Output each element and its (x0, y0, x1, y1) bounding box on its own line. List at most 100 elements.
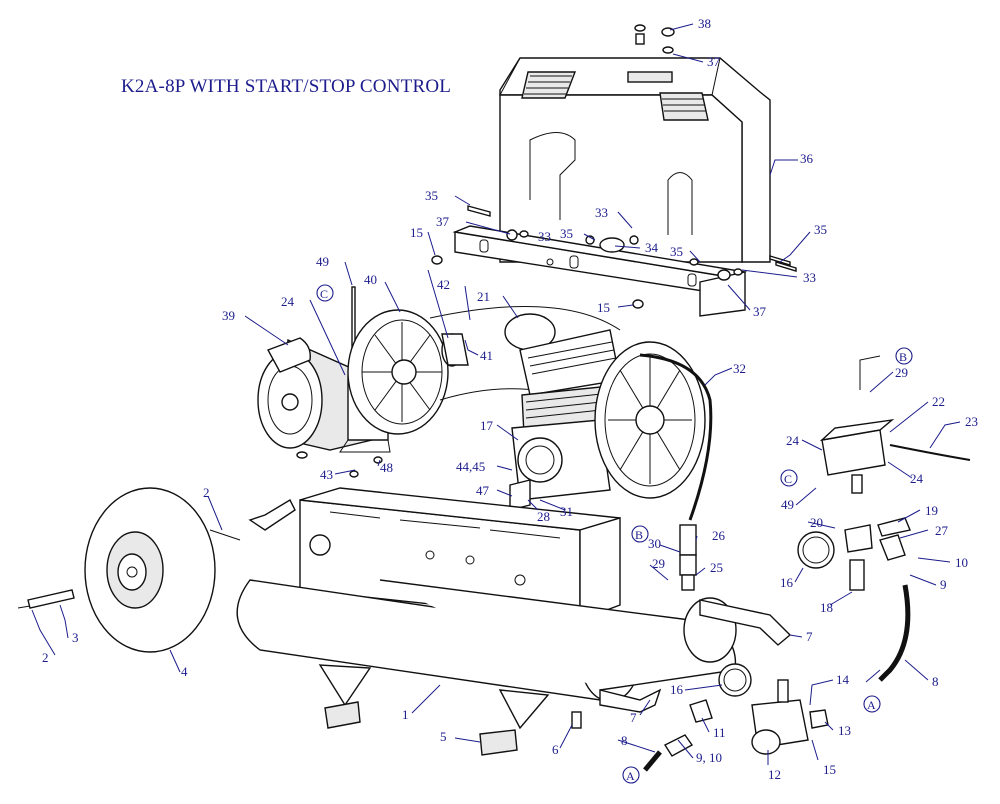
label-4: 4 (181, 664, 188, 679)
rubber-feet (324, 701, 518, 756)
ref-marker-c: C (316, 284, 334, 302)
label-16: 16 (780, 575, 794, 590)
label-35: 35 (560, 226, 573, 241)
label-25: 25 (710, 560, 723, 575)
svg-text:B: B (635, 528, 643, 542)
label-2: 2 (42, 650, 49, 665)
label-30: 30 (648, 536, 661, 551)
label-11: 11 (713, 725, 726, 740)
check-valve-assembly (679, 524, 697, 591)
ref-marker-b: B (895, 347, 913, 365)
label-6: 6 (552, 742, 559, 757)
pressure-gauge-upper (797, 531, 835, 569)
label-16: 16 (670, 682, 684, 697)
label-8: 8 (621, 733, 628, 748)
label-27: 27 (935, 523, 949, 538)
label-14: 14 (836, 672, 850, 687)
label-34: 34 (645, 240, 659, 255)
label-41: 41 (480, 348, 493, 363)
discharge-tube (639, 353, 713, 521)
label-48: 48 (380, 460, 393, 475)
ref-marker-a: A (863, 695, 881, 713)
label-1: 1 (402, 707, 409, 722)
svg-text:C: C (320, 287, 328, 301)
pressure-gauge-lower (718, 663, 752, 697)
label-3: 3 (72, 630, 79, 645)
label-9-10: 9, 10 (696, 750, 722, 765)
label-24: 24 (786, 433, 800, 448)
hardware-fasteners (296, 24, 797, 478)
label-29: 29 (895, 365, 908, 380)
label-23: 23 (965, 414, 978, 429)
svg-text:A: A (867, 698, 876, 712)
label-2: 2 (203, 485, 210, 500)
part-labels: 1 2 2 3 4 5 6 7 7 8 8 9 9, 10 10 11 12 1… (42, 16, 978, 782)
label-8: 8 (932, 674, 939, 689)
belt-guard (499, 57, 771, 263)
label-13: 13 (838, 723, 851, 738)
label-31: 31 (560, 504, 573, 519)
air-hose (878, 584, 911, 682)
label-33: 33 (538, 229, 551, 244)
belt-guard-bracket (452, 225, 747, 317)
label-33: 33 (595, 205, 608, 220)
ref-marker-c: C (780, 469, 798, 487)
leader-lines (31, 23, 961, 765)
label-38: 38 (698, 16, 711, 31)
vent-grille-left (521, 71, 577, 99)
label-17: 17 (480, 418, 494, 433)
label-37: 37 (707, 54, 721, 69)
label-24: 24 (910, 471, 924, 486)
pressure-switch (819, 355, 895, 494)
label-22: 22 (932, 394, 945, 409)
label-20: 20 (810, 515, 823, 530)
label-21: 21 (477, 289, 490, 304)
manifold-tee (844, 517, 911, 591)
svg-text:A: A (626, 769, 635, 783)
label-29: 29 (652, 556, 665, 571)
label-18: 18 (820, 600, 833, 615)
pulley-hub (441, 333, 469, 367)
label-26: 26 (712, 528, 726, 543)
label-15: 15 (410, 225, 423, 240)
label-35: 35 (814, 222, 827, 237)
label-36: 36 (800, 151, 814, 166)
reference-markers: A A B B C C (316, 284, 913, 784)
label-7: 7 (630, 710, 637, 725)
label-33: 33 (803, 270, 816, 285)
label-49: 49 (781, 497, 794, 512)
svg-text:B: B (899, 350, 907, 364)
label-35: 35 (670, 244, 683, 259)
label-37: 37 (753, 304, 767, 319)
label-42: 42 (437, 277, 450, 292)
cotter-pin (17, 529, 241, 609)
quick-coupler (663, 699, 829, 757)
label-35: 35 (425, 188, 438, 203)
label-43: 43 (320, 467, 333, 482)
label-12: 12 (768, 767, 781, 782)
ref-marker-a: A (622, 766, 640, 784)
label-15: 15 (823, 762, 836, 777)
label-9: 9 (940, 577, 947, 592)
label-49: 49 (316, 254, 329, 269)
label-28: 28 (537, 509, 550, 524)
tank-assembly (236, 487, 737, 730)
pump-flywheel (594, 341, 706, 499)
drain-valve (571, 711, 582, 729)
label-44-45: 44,45 (456, 459, 485, 474)
label-15: 15 (597, 300, 610, 315)
power-cord (889, 444, 971, 461)
hose-stub (643, 750, 662, 772)
motor-pulley (347, 309, 449, 435)
label-32: 32 (733, 361, 746, 376)
ref-marker-b: B (631, 525, 649, 543)
tank-handles (599, 599, 792, 713)
label-39: 39 (222, 308, 235, 323)
label-40: 40 (364, 272, 377, 287)
label-5: 5 (440, 729, 447, 744)
vent-grille-right (659, 92, 709, 121)
label-47: 47 (476, 483, 490, 498)
label-37: 37 (436, 214, 450, 229)
